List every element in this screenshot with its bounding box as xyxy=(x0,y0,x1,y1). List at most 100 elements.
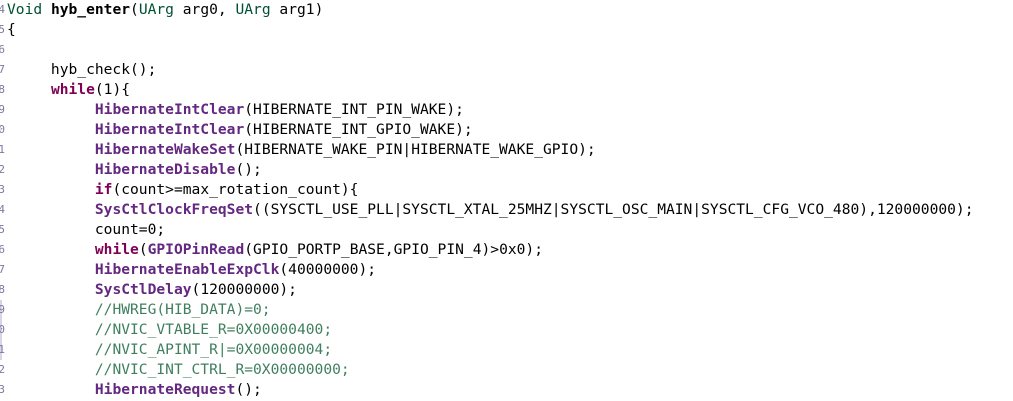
code-text: HibernateEnableExpClk(40000000); xyxy=(7,260,376,280)
code-token: UArg xyxy=(138,1,174,18)
code-token: (1){ xyxy=(94,81,131,98)
line-number: 3 xyxy=(0,383,5,396)
code-token: ((SYSCTL_USE_PLL|SYSCTL_XTAL_25MHZ|SYSCT… xyxy=(253,201,974,218)
code-text: HibernateIntClear(HIBERNATE_INT_GPIO_WAK… xyxy=(7,120,473,140)
code-line[interactable]: 9 //HWREG(HIB_DATA)=0; xyxy=(0,300,1013,320)
change-marker xyxy=(0,340,2,360)
code-token xyxy=(7,161,95,178)
code-token xyxy=(7,381,95,398)
code-text: HibernateDisable(); xyxy=(7,160,262,180)
code-token xyxy=(7,101,95,118)
code-token xyxy=(7,241,95,258)
code-text: //NVIC_APINT_R|=0X00000004; xyxy=(7,340,332,360)
code-token xyxy=(7,181,95,198)
line-number: 2 xyxy=(0,163,5,176)
code-token: HibernateEnableExpClk xyxy=(94,261,280,278)
code-token xyxy=(7,261,95,278)
code-token: HibernateDisable xyxy=(94,161,236,178)
line-number: 5 xyxy=(0,23,5,36)
code-token: (120000000); xyxy=(191,281,297,298)
code-token xyxy=(7,361,95,378)
code-line[interactable]: 2 HibernateDisable(); xyxy=(0,160,1013,180)
line-number: 7 xyxy=(0,63,5,76)
code-token xyxy=(7,321,95,338)
code-token: HibernateIntClear xyxy=(94,101,245,118)
code-token: hyb_check(); xyxy=(7,61,157,78)
line-number: 8 xyxy=(0,283,5,296)
code-token: //NVIC_APINT_R|=0X00000004; xyxy=(94,341,333,358)
code-line[interactable]: 3 HibernateRequest(); xyxy=(0,380,1013,400)
code-text: HibernateIntClear(HIBERNATE_INT_PIN_WAKE… xyxy=(7,100,464,120)
code-token xyxy=(7,341,95,358)
code-token: HibernateWakeSet xyxy=(94,141,236,158)
code-token: HibernateRequest xyxy=(94,381,236,398)
code-line[interactable]: 6 while(GPIOPinRead(GPIO_PORTP_BASE,GPIO… xyxy=(0,240,1013,260)
code-token: if xyxy=(94,181,113,198)
code-line[interactable]: 7 HibernateEnableExpClk(40000000); xyxy=(0,260,1013,280)
line-number: 3 xyxy=(0,183,5,196)
code-line[interactable]: 1 HibernateWakeSet(HIBERNATE_WAKE_PIN|HI… xyxy=(0,140,1013,160)
code-line[interactable]: 0 //NVIC_VTABLE_R=0X00000400; xyxy=(0,320,1013,340)
code-token: ( xyxy=(130,1,139,18)
code-line[interactable]: 1 //NVIC_APINT_R|=0X00000004; xyxy=(0,340,1013,360)
code-token: //NVIC_VTABLE_R=0X00000400; xyxy=(94,321,333,338)
code-text: count=0; xyxy=(7,220,165,240)
code-text: HibernateRequest(); xyxy=(7,380,262,400)
line-number: 2 xyxy=(0,363,5,376)
line-number: 5 xyxy=(0,223,5,236)
code-token: arg1) xyxy=(270,1,324,18)
code-token: (count>=max_rotation_count){ xyxy=(112,181,359,198)
line-number: 6 xyxy=(0,243,5,256)
code-token xyxy=(7,141,95,158)
code-line[interactable]: 8 SysCtlDelay(120000000); xyxy=(0,280,1013,300)
code-token: //HWREG(HIB_DATA)=0; xyxy=(94,301,271,318)
code-token: (); xyxy=(235,381,262,398)
code-line[interactable]: 5 count=0; xyxy=(0,220,1013,240)
line-number: 8 xyxy=(0,83,5,96)
code-line[interactable]: 2 //NVIC_INT_CTRL_R=0X00000000; xyxy=(0,360,1013,380)
code-line[interactable]: 0 HibernateIntClear(HIBERNATE_INT_GPIO_W… xyxy=(0,120,1013,140)
line-number: 1 xyxy=(0,343,5,356)
code-token xyxy=(7,281,95,298)
code-token: arg0, xyxy=(173,1,236,18)
code-token: SysCtlDelay xyxy=(94,281,192,298)
code-token: (40000000); xyxy=(279,261,377,278)
code-token: HibernateIntClear xyxy=(94,121,245,138)
code-line[interactable]: 5{ xyxy=(0,20,1013,40)
line-number: 9 xyxy=(0,303,5,316)
line-number: 7 xyxy=(0,263,5,276)
code-token xyxy=(7,301,95,318)
code-line[interactable]: 4 SysCtlClockFreqSet((SYSCTL_USE_PLL|SYS… xyxy=(0,200,1013,220)
code-text: while(GPIOPinRead(GPIO_PORTP_BASE,GPIO_P… xyxy=(7,240,543,260)
code-token xyxy=(7,201,95,218)
code-token: (HIBERNATE_INT_GPIO_WAKE); xyxy=(244,121,473,138)
code-text: while(1){ xyxy=(7,80,130,100)
code-token: ( xyxy=(138,241,148,258)
line-number: 1 xyxy=(0,143,5,156)
code-token xyxy=(7,121,95,138)
code-token: { xyxy=(7,21,16,38)
line-number: 4 xyxy=(0,3,5,16)
code-text: //HWREG(HIB_DATA)=0; xyxy=(7,300,271,320)
code-token: (HIBERNATE_WAKE_PIN|HIBERNATE_WAKE_GPIO)… xyxy=(235,141,596,158)
code-token: hyb_enter xyxy=(50,1,131,18)
code-token: //NVIC_INT_CTRL_R=0X00000000; xyxy=(94,361,350,378)
code-text: { xyxy=(7,20,16,40)
code-line[interactable]: 9 HibernateIntClear(HIBERNATE_INT_PIN_WA… xyxy=(0,100,1013,120)
code-token: (); xyxy=(235,161,262,178)
code-text: HibernateWakeSet(HIBERNATE_WAKE_PIN|HIBE… xyxy=(7,140,596,160)
code-token xyxy=(7,81,51,98)
code-token: Void xyxy=(7,1,51,18)
change-marker xyxy=(0,320,2,340)
code-text: //NVIC_INT_CTRL_R=0X00000000; xyxy=(7,360,350,380)
code-line[interactable]: 7 hyb_check(); xyxy=(0,60,1013,80)
code-line[interactable]: 3 if(count>=max_rotation_count){ xyxy=(0,180,1013,200)
code-line[interactable]: 8 while(1){ xyxy=(0,80,1013,100)
line-number: 9 xyxy=(0,103,5,116)
code-line[interactable]: 6 xyxy=(0,40,1013,60)
code-token: while xyxy=(94,241,139,258)
code-token: count=0; xyxy=(7,221,166,238)
code-token: (HIBERNATE_INT_PIN_WAKE); xyxy=(244,101,464,118)
